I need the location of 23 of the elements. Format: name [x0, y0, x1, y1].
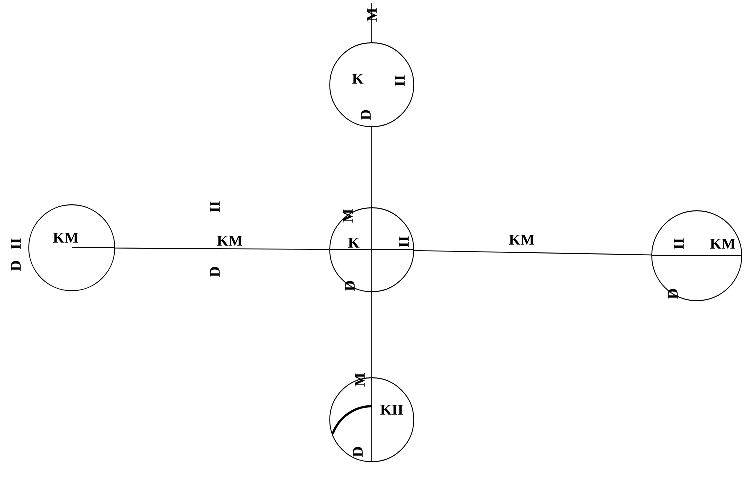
letter-label: II [674, 238, 684, 250]
letter-label: M [355, 373, 365, 387]
letter-label: II [11, 238, 21, 250]
letter-label: K [348, 238, 360, 248]
letter-label: KM [509, 235, 534, 245]
letter-label: KM [53, 233, 78, 243]
letter-label: M [367, 8, 377, 22]
letter-label: D [210, 267, 220, 278]
letter-label: D [345, 281, 355, 292]
connector-line [115, 248, 330, 250]
letter-label: D [361, 110, 371, 120]
letter-label: D [11, 261, 21, 272]
letter-label: D [353, 447, 363, 458]
letter-label: KII [380, 405, 404, 415]
connector-line [414, 250, 652, 256]
letter-label: II [399, 236, 409, 248]
letter-label: II [210, 202, 220, 212]
letter-label: D [668, 289, 678, 300]
letter-label: KM [710, 239, 736, 249]
letter-label: KM [217, 236, 242, 246]
letter-label: K [352, 74, 364, 84]
letter-label: M [343, 209, 353, 223]
letter-label: II [395, 76, 405, 86]
